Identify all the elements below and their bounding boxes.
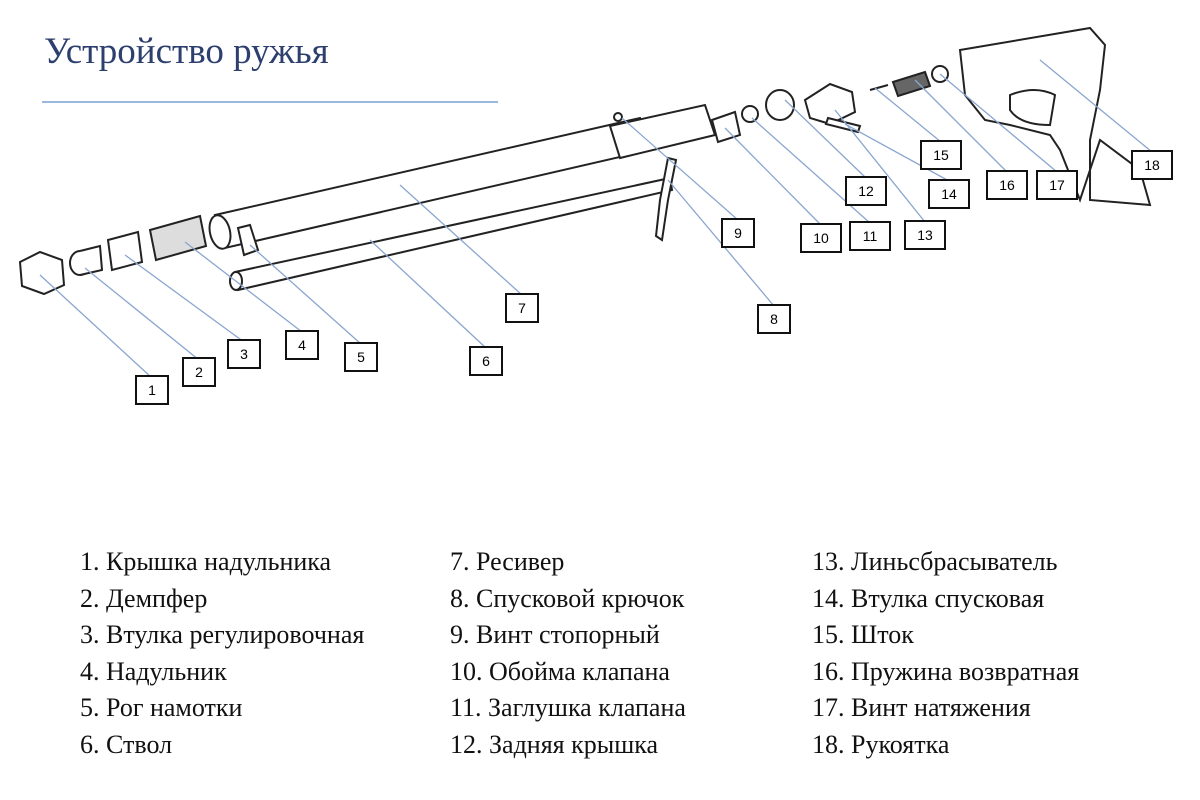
gun-parts	[18, 26, 1152, 296]
callout-6: 6	[469, 346, 503, 376]
legend-item: 8. Спусковой крючок	[450, 583, 685, 613]
legend-item: 1. Крышка надульника	[80, 547, 332, 576]
legend-column-3: 13. Линьсбрасыватель 14. Втулка спускова…	[812, 544, 1079, 763]
line-release-part	[803, 82, 857, 126]
valve-plug-part	[741, 105, 759, 123]
callout-13: 13	[904, 220, 946, 250]
receiver-rear	[608, 103, 717, 160]
spring-part	[891, 70, 932, 98]
legend-item: 2. Демпфер	[80, 583, 208, 613]
callout-18: 18	[1131, 150, 1173, 180]
legend-item: 7. Ресивер	[450, 547, 565, 576]
legend-item: 9. Винт стопорный	[450, 620, 660, 649]
legend-item: 12. Задняя крышка	[450, 729, 659, 759]
trigger-part	[654, 156, 678, 242]
leader-lines	[39, 59, 1153, 379]
legend-item: 4. Надульник	[80, 656, 227, 686]
legend-item: 10. Обойма клапана	[450, 656, 670, 686]
callout-10: 10	[800, 223, 842, 253]
title-underline	[42, 101, 498, 103]
legend-column-2: 7. Ресивер 8. Спусковой крючок 9. Винт с…	[450, 544, 686, 763]
legend-item: 15. Шток	[812, 620, 914, 649]
callout-15: 15	[920, 140, 962, 170]
callout-14: 14	[928, 179, 970, 209]
muzzle-part	[148, 214, 208, 262]
legend-item: 18. Рукоятка	[812, 729, 950, 759]
callout-9: 9	[721, 218, 755, 248]
callout-2: 2	[182, 357, 216, 387]
rod-part	[869, 84, 889, 91]
callout-16: 16	[986, 170, 1028, 200]
legend-item: 11. Заглушка клапана	[450, 693, 686, 722]
callout-4: 4	[285, 330, 319, 360]
callout-12: 12	[845, 176, 887, 206]
callout-1: 1	[135, 375, 169, 405]
legend-item: 14. Втулка спусковая	[812, 583, 1045, 613]
callout-11: 11	[849, 221, 891, 251]
legend-column-1: 1. Крышка надульника 2. Демпфер 3. Втулк…	[80, 544, 364, 763]
valve-cage-part	[710, 110, 742, 144]
legend-item: 13. Линьсбрасыватель	[812, 547, 1058, 576]
callout-8: 8	[757, 304, 791, 334]
callout-3: 3	[227, 339, 261, 369]
exploded-gun-diagram	[18, 26, 1153, 379]
legend-item: 5. Рог намотки	[80, 693, 243, 722]
legend-item: 16. Пружина возвратная	[812, 656, 1080, 686]
callout-7: 7	[505, 293, 539, 323]
muzzle-cap-part	[18, 250, 66, 296]
legend-item: 3. Втулка регулировочная	[80, 620, 365, 649]
legend-item: 17. Винт натяжения	[812, 693, 1031, 722]
screw-part	[613, 112, 623, 122]
page-title: Устройство ружья	[44, 31, 329, 72]
rear-cap-part	[765, 89, 795, 121]
legend-item: 6. Ствол	[80, 729, 173, 759]
callout-17: 17	[1036, 170, 1078, 200]
callout-5: 5	[344, 342, 378, 372]
